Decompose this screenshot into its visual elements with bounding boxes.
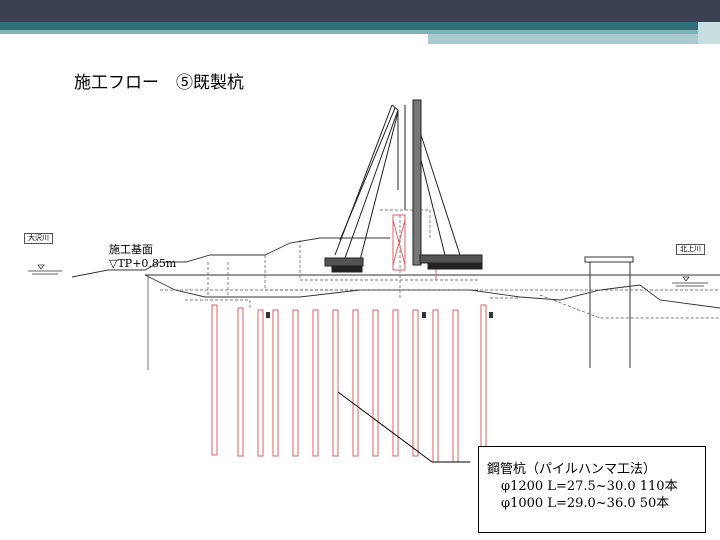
- ground-level-label: 施工基面 ▽TP+0.85m: [109, 243, 176, 271]
- header-tab: [428, 34, 698, 44]
- callout-leader: [337, 391, 433, 463]
- ground-label-text: 施工基面: [109, 243, 153, 256]
- header-corner: [698, 22, 720, 44]
- header-band-light: [0, 30, 720, 34]
- water-line-left: [28, 264, 62, 275]
- page-title: 施工フロー ⑤既製杭: [74, 73, 244, 93]
- river-label-right: 北上川: [676, 244, 705, 255]
- header-band: [0, 22, 720, 30]
- header-bar: [0, 0, 720, 22]
- pile-driver-right: [404, 99, 483, 270]
- crawler-crane-left: [324, 104, 399, 273]
- excavation-outline: [160, 209, 720, 319]
- water-line-right: [672, 276, 708, 287]
- ground-level-value: ▽TP+0.85m: [109, 257, 177, 270]
- ground-profile: [71, 237, 720, 309]
- pile-markers: [266, 312, 493, 318]
- callout-line-2: φ1000 L=29.0~36.0 50本: [501, 496, 670, 511]
- pile-guide: [392, 214, 437, 280]
- steel-piles: [211, 304, 487, 463]
- callout-line-1: φ1200 L=27.5~30.0 110本: [501, 479, 678, 494]
- pile-spec-callout: 鋼管杭（パイルハンマ工法） φ1200 L=27.5~30.0 110本 φ10…: [478, 446, 706, 533]
- right-structure: [584, 256, 634, 368]
- river-label-left: 大沢川: [24, 233, 53, 244]
- callout-heading: 鋼管杭（パイルハンマ工法）: [487, 462, 657, 477]
